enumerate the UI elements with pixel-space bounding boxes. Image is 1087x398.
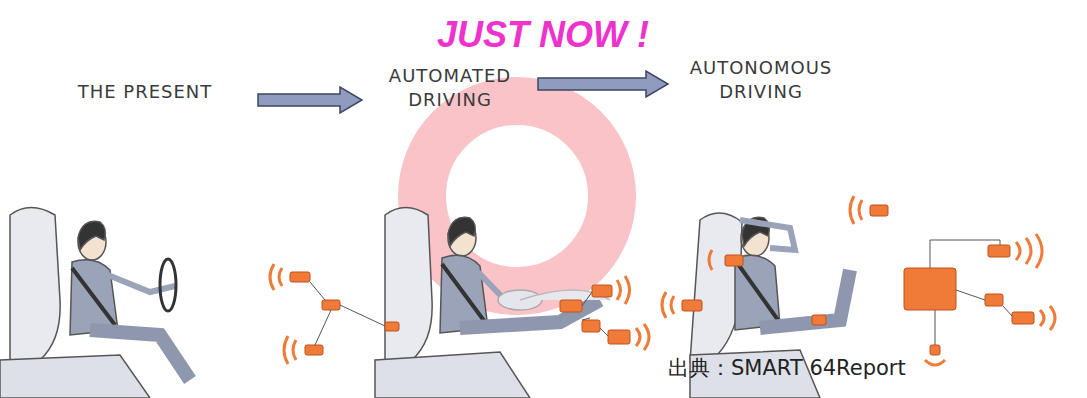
block-arrow xyxy=(538,71,668,97)
stage-label: AUTOMATED DRIVING xyxy=(370,64,530,112)
sensor-network xyxy=(290,205,1034,355)
stage-text: THE PRESENT xyxy=(40,80,250,104)
stage-label: THE PRESENT xyxy=(40,80,250,104)
source-caption: 出典：SMART 64Report xyxy=(668,354,1083,382)
title-text: JUST NOW ! xyxy=(343,14,743,56)
stage-label: AUTONOMOUS DRIVING xyxy=(676,56,846,104)
block-arrow xyxy=(258,87,362,113)
driver-figure xyxy=(375,208,610,398)
stage-text: AUTOMATED DRIVING xyxy=(370,64,530,112)
signal-waves xyxy=(270,196,1055,365)
driver-figure xyxy=(0,208,190,398)
stage-text: AUTONOMOUS DRIVING xyxy=(676,56,846,104)
sensor-links xyxy=(310,240,1012,345)
